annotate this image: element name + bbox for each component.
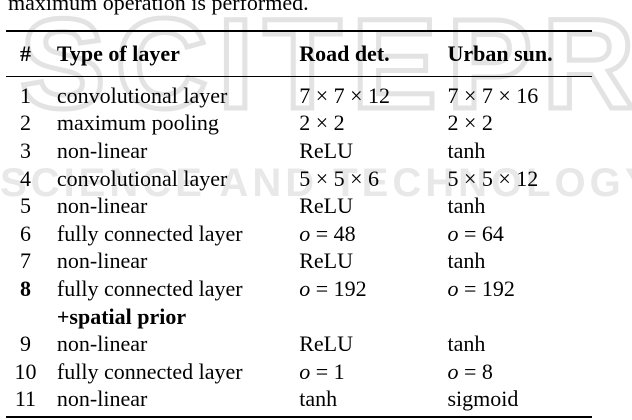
cell-road-detection: 5 × 5 × 6 [299,165,380,191]
table-header-row: # Type of layer Road det. Urban sun. [6,30,592,77]
table-row: 3 non-linear ReLU tanh [6,137,592,165]
cell-layer-number: 8 [19,275,31,301]
table-row: 10 fully connected layer o = 1 o = 8 [6,358,592,386]
cell-road-detection: ReLU [299,331,353,357]
cell-layer-number [6,303,45,331]
cell-urban-sun: o = 192 [447,275,515,301]
cell-layer-number: 9 [19,331,31,357]
table-row: 9 non-linear ReLU tanh [6,330,592,358]
cell-road-detection: 2 × 2 [299,110,345,136]
cell-layer-number: 1 [19,82,31,108]
cell-urban-sun: 7 × 7 × 16 [447,82,539,108]
cell-layer-type: non-linear [56,248,148,274]
cell-road-detection: ReLU [299,137,353,163]
layer-table: # Type of layer Road det. Urban sun. 1 co… [6,30,592,419]
cell-road-detection [299,303,447,331]
cell-layer-type: fully connected layer [56,220,243,246]
cell-urban-sun: 5 × 5 × 12 [447,165,539,191]
cell-layer-number: 3 [19,137,31,163]
cell-urban-sun: tanh [447,193,486,219]
cell-layer-type: convolutional layer [56,165,228,191]
table-row: 7 non-linear ReLU tanh [6,248,592,276]
cell-road-detection: ReLU [299,248,353,274]
cell-road-detection: o = 1 [299,358,345,384]
cell-urban-sun: tanh [447,137,486,163]
cell-layer-number: 4 [19,165,31,191]
cell-layer-number: 10 [14,358,37,384]
cell-urban-sun: tanh [447,331,486,357]
cell-layer-type: maximum pooling [56,110,219,136]
cell-urban-sun: o = 8 [447,358,493,384]
table-body: 1 convolutional layer 7 × 7 × 12 7 × 7 × 16… [6,77,592,419]
cell-layer-type: convolutional layer [56,82,228,108]
cell-road-detection: ReLU [299,193,353,219]
cell-layer-type: non-linear [56,331,148,357]
table-row: 1 convolutional layer 7 × 7 × 12 7 × 7 × 16 [6,77,592,110]
cell-layer-number: 6 [19,220,31,246]
cell-layer-number: 5 [19,193,31,219]
cell-road-detection: o = 192 [299,275,367,301]
cell-layer-number: 11 [6,385,45,419]
table-row: 2 maximum pooling 2 × 2 2 × 2 [6,110,592,138]
cell-urban-sun: 2 × 2 [447,110,493,136]
table-caption: maximum operation is performed. [8,0,309,15]
header-urban-sun: Urban sun. [447,30,592,77]
cell-road-detection: tanh [299,385,448,419]
cell-road-detection: 7 × 7 × 12 [299,82,391,108]
cell-urban-sun [447,303,592,331]
header-road-detection: Road det. [299,30,448,77]
table-row: 6 fully connected layer o = 48 o = 64 [6,220,592,248]
cell-layer-number: 2 [19,110,31,136]
table-row: 8 fully connected layer o = 192 o = 192 [6,275,592,303]
header-number: # [6,30,45,77]
table-row: 4 convolutional layer 5 × 5 × 6 5 × 5 × 12 [6,165,592,193]
table-row: 5 non-linear ReLU tanh [6,192,592,220]
cell-layer-type: fully connected layer [56,275,243,301]
cell-road-detection: o = 48 [299,220,356,246]
table-row: +spatial prior [6,303,592,331]
cell-layer-type: fully connected layer [56,358,243,384]
cell-layer-type: +spatial prior [56,303,187,329]
cell-urban-sun: o = 64 [447,220,504,246]
cell-urban-sun: sigmoid [447,385,592,419]
cell-layer-type: non-linear [56,137,148,163]
cell-urban-sun: tanh [447,248,486,274]
header-type-of-layer: Type of layer [44,30,300,77]
cell-layer-type: non-linear [56,193,148,219]
cell-layer-type: non-linear [44,385,300,419]
cell-layer-number: 7 [19,248,31,274]
